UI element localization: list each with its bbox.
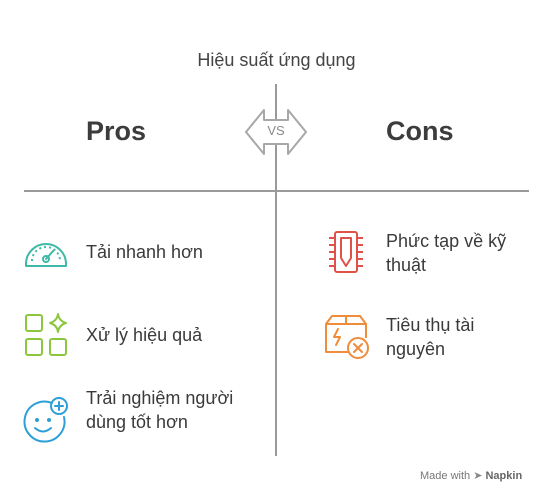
cons-item-2 — [322, 312, 370, 365]
smiley-plus-icon — [23, 397, 68, 443]
vs-badge: VS — [244, 107, 308, 157]
pros-item-3 — [22, 396, 70, 449]
pros-item-2-label: Xử lý hiệu quả — [86, 325, 203, 345]
napkin-logo-icon: ➤ — [473, 470, 483, 482]
cons-item-1-label: Phức tạp về kỹ thuật — [386, 231, 507, 275]
vs-label: VS — [267, 123, 285, 138]
speedometer-icon — [25, 243, 67, 267]
footer-credit[interactable]: Made with ➤ Napkin — [420, 469, 522, 482]
pros-item-1 — [22, 228, 70, 281]
pros-heading: Pros — [86, 116, 147, 146]
chip-icon — [329, 231, 363, 273]
double-arrow-icon — [245, 109, 307, 155]
cons-item-2-label: Tiêu thụ tài nguyên — [386, 315, 475, 359]
brand-label: Napkin — [485, 470, 523, 482]
grid-sparkle-icon — [25, 313, 67, 356]
box-cancel-icon — [325, 315, 369, 359]
vertical-divider — [275, 84, 277, 456]
made-with-label: Made with — [420, 470, 471, 482]
horizontal-divider — [24, 190, 529, 192]
cons-heading: Cons — [386, 116, 454, 146]
pros-item-2 — [22, 311, 70, 364]
pros-item-1-label: Tải nhanh hơn — [86, 242, 203, 262]
pros-item-3-label: Trải nghiệm người dùng tốt hơn — [86, 388, 234, 432]
cons-item-1 — [322, 228, 370, 281]
diagram-title: Hiệu suất ứng dụng — [197, 50, 356, 70]
